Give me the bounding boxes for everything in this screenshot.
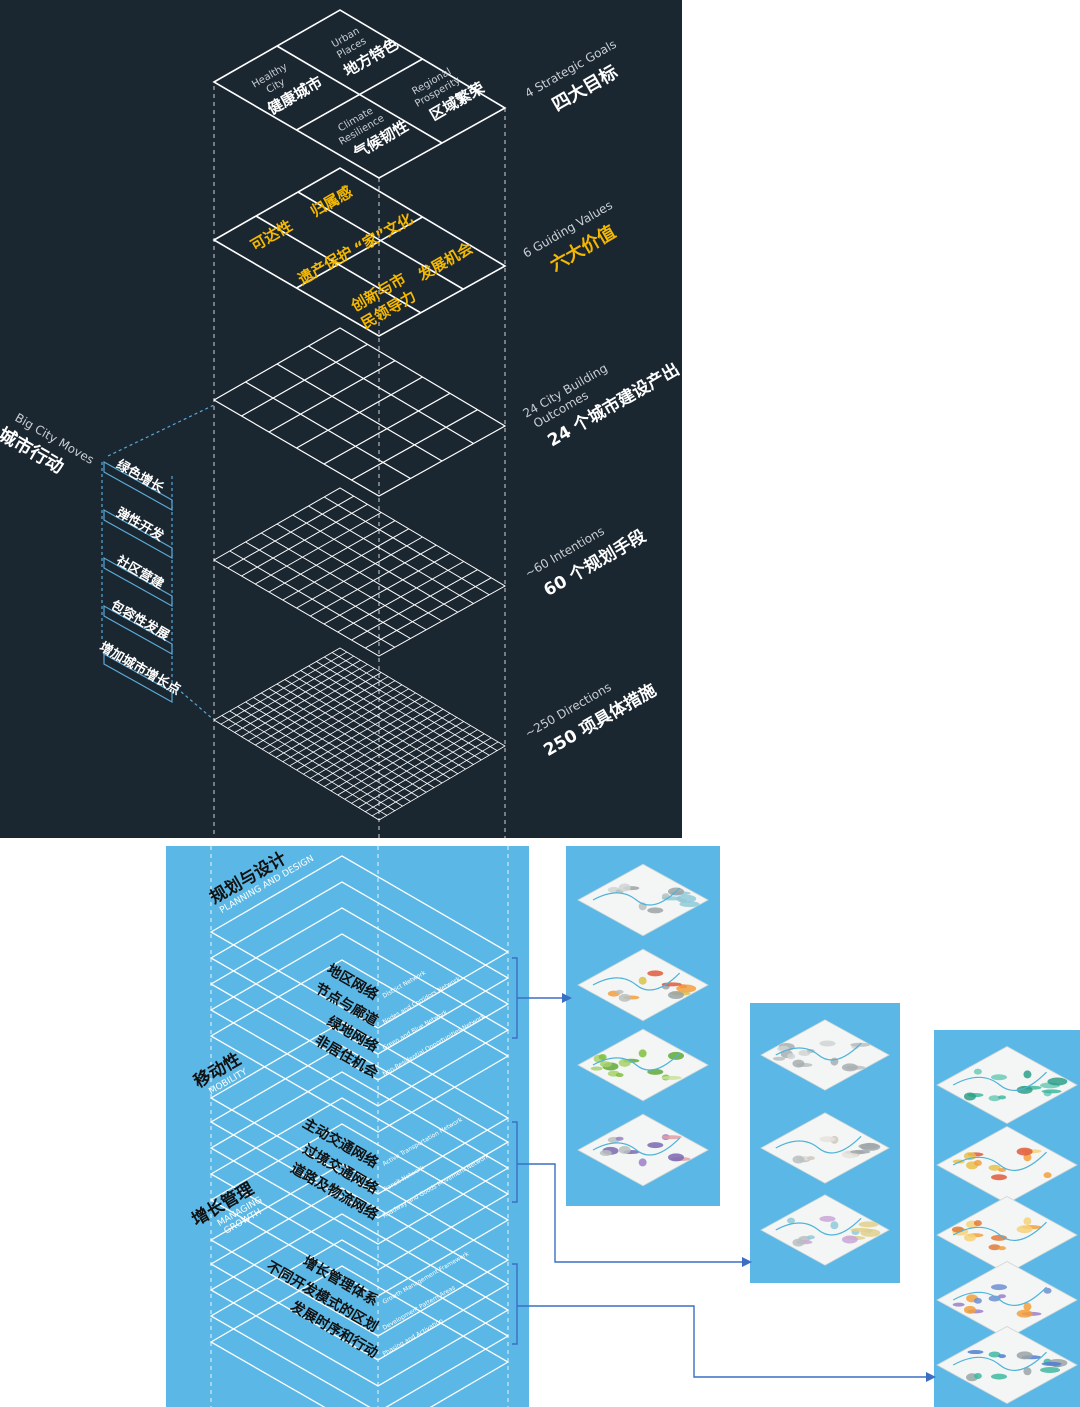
layer-label-en: Transit Network bbox=[381, 1164, 426, 1194]
layer-label-en: Development Pattern Areas bbox=[382, 1284, 457, 1331]
big-move-label: 弹性开发 bbox=[113, 505, 167, 545]
layer-label-en: Growth Management Framework bbox=[382, 1250, 471, 1305]
map-thumbnail bbox=[936, 1126, 1078, 1204]
map-thumbnail bbox=[577, 1028, 709, 1102]
strategic-goals-layer bbox=[212, 9, 507, 179]
vertical-guides bbox=[213, 86, 506, 838]
map-thumbnail bbox=[577, 948, 709, 1022]
connectors bbox=[512, 957, 930, 1378]
guiding-values-layer bbox=[212, 167, 507, 337]
layer-labels: 4 Strategic Goals 四大目标 6 Guiding Values … bbox=[521, 37, 684, 761]
value-4: “家”文化 bbox=[351, 210, 416, 258]
section-titles: 规划与设计 PLANNING AND DESIGN 移动性 MOBILITY 增… bbox=[188, 848, 316, 1237]
map-thumbnail bbox=[577, 1113, 709, 1187]
map-thumbnail bbox=[760, 1194, 890, 1266]
big-move-item: 增加城市增长点 bbox=[97, 639, 184, 704]
big-move-label: 社区营建 bbox=[113, 552, 167, 592]
big-move-item: 弹性开发 bbox=[103, 505, 173, 560]
bottom-layer-en: District Network bbox=[382, 969, 428, 1000]
intentions-grid-layer bbox=[212, 487, 507, 657]
map-thumbnail bbox=[936, 1046, 1078, 1124]
value-2: 归属感 bbox=[308, 183, 356, 221]
bottom-layers bbox=[209, 855, 510, 1407]
map-thumbnail bbox=[760, 1019, 890, 1091]
bottom-layer-en: Transit Network bbox=[381, 1164, 426, 1194]
connector-arrows bbox=[562, 993, 936, 1382]
big-move-item: 社区营建 bbox=[103, 552, 173, 608]
bottom-layer-en: Development Pattern Areas bbox=[382, 1284, 457, 1331]
bottom-layer-en: Growth Management Framework bbox=[382, 1250, 471, 1305]
map-thumbnail bbox=[936, 1261, 1078, 1339]
value-1: 可达性 bbox=[248, 217, 296, 255]
guiding-values-cells: 可达性 归属感 遗产保护 “家”文化 创新与市 民领导力 发展机会 bbox=[248, 183, 476, 333]
layer-label-en: District Network bbox=[382, 969, 428, 1000]
value-3: 遗产保护 bbox=[294, 243, 356, 289]
bottom-layer-en: Nodes and Corridors Network bbox=[382, 975, 462, 1025]
layer-label-en: Active Transportation Network bbox=[382, 1116, 465, 1168]
bottom-guides bbox=[210, 846, 509, 1407]
map-thumbnails bbox=[577, 863, 1078, 1404]
big-moves-guides bbox=[101, 404, 215, 721]
framework-diagram-panel bbox=[0, 0, 682, 838]
big-move-label: 增加城市增长点 bbox=[97, 639, 184, 698]
directions-grid-layer bbox=[213, 647, 506, 821]
big-move-label: 绿色增长 bbox=[113, 457, 167, 497]
map-thumbnail bbox=[760, 1112, 890, 1184]
outcomes-grid-layer bbox=[212, 327, 507, 497]
bottom-layer-en: Active Transportation Network bbox=[382, 1116, 465, 1168]
big-move-label: 包容性发展 bbox=[108, 597, 173, 644]
big-city-moves: Big City Moves 城市行动 绿色增长弹性开发社区营建包容性发展增加城… bbox=[0, 404, 215, 721]
map-thumbnail bbox=[936, 1326, 1078, 1404]
layer-label-en: Nodes and Corridors Network bbox=[382, 975, 462, 1025]
map-thumbnail bbox=[936, 1196, 1078, 1274]
big-move-item: 绿色增长 bbox=[103, 457, 173, 512]
map-thumbnail bbox=[577, 863, 709, 937]
